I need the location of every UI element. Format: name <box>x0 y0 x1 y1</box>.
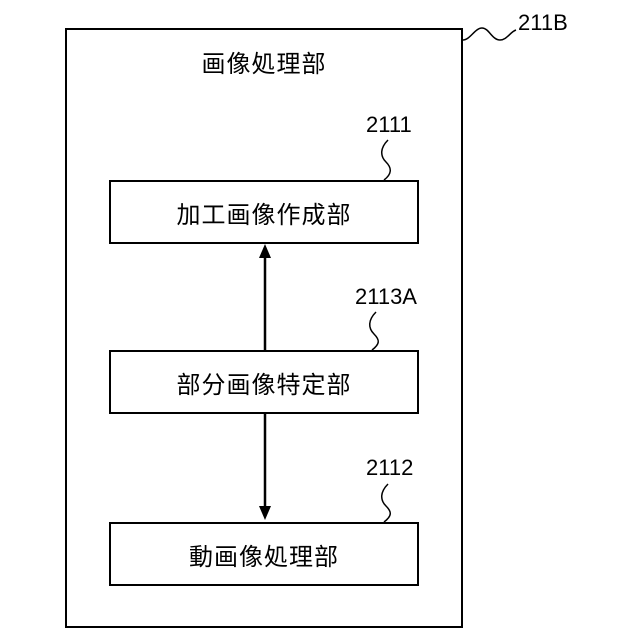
arrowhead-up <box>259 244 271 258</box>
arrowhead-down <box>259 506 271 520</box>
block-ref-leader-2113a <box>370 312 379 350</box>
block-ref-leader-2112 <box>382 484 391 522</box>
block-ref-leader-2111 <box>382 140 391 180</box>
outer-ref-leader <box>463 28 516 40</box>
